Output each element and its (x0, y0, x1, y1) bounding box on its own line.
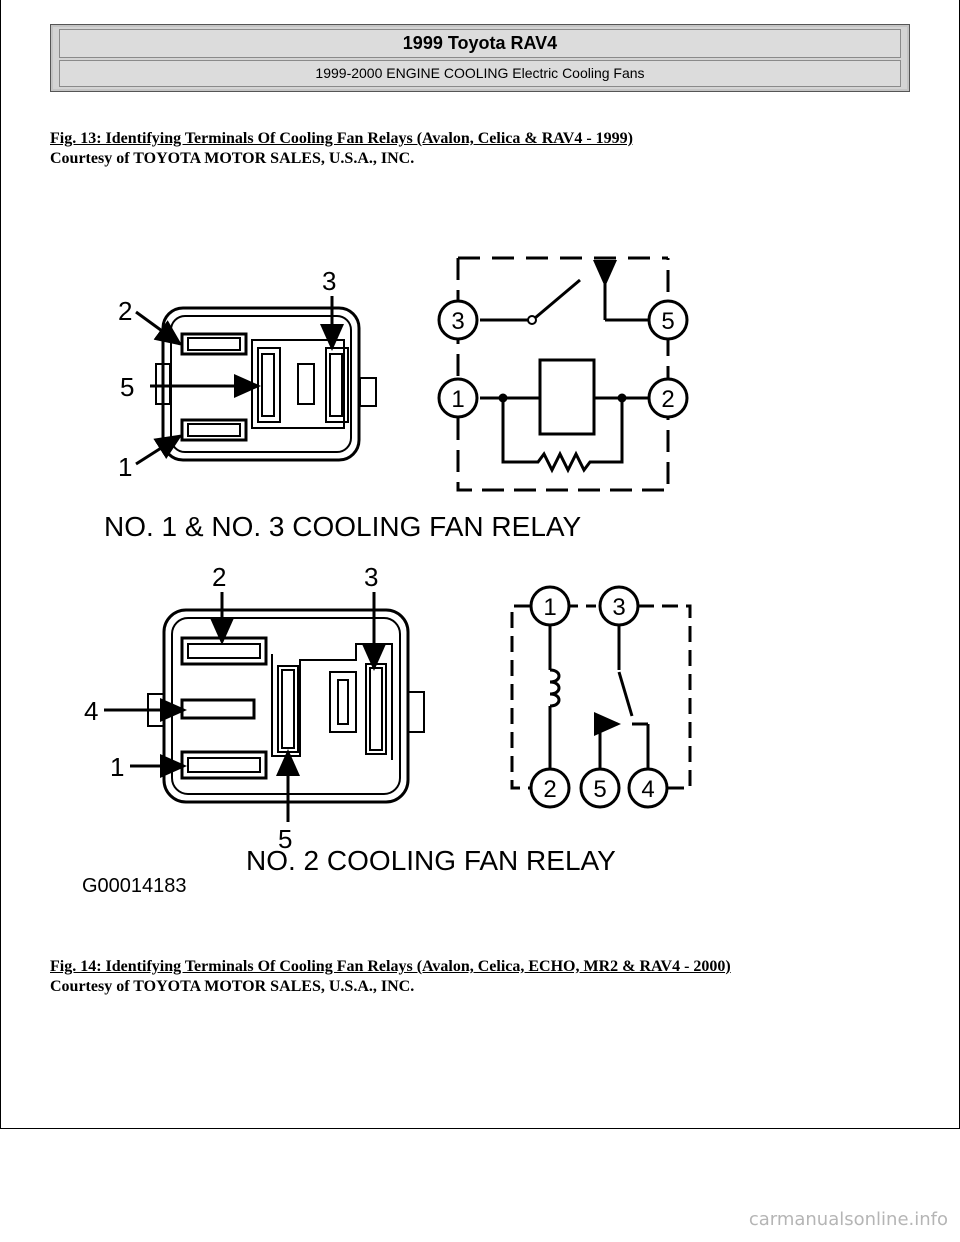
top-terminal-5: 5 (661, 308, 674, 335)
bottom-relay-schematic (510, 604, 692, 790)
top-terminal-3: 3 (451, 308, 464, 335)
top-connector-callouts: 2 3 5 1 (118, 266, 344, 482)
top-terminal-2: 2 (661, 386, 674, 413)
figure-14-courtesy: Courtesy of TOYOTA MOTOR SALES, U.S.A., … (50, 978, 415, 995)
bottom-callout-5: 5 (278, 824, 292, 854)
top-schematic-terminals: 3 5 1 2 (437, 299, 689, 419)
top-callout-3: 3 (322, 266, 336, 296)
top-relay-connector (155, 306, 377, 462)
bottom-callout-4: 4 (84, 696, 98, 726)
bottom-terminal-5: 5 (593, 776, 606, 803)
header-title: 1999 Toyota RAV4 (59, 29, 901, 58)
bottom-relay-connector (147, 608, 425, 804)
relay-top-label: NO. 1 & NO. 3 COOLING FAN RELAY (104, 511, 581, 542)
figure-13-caption: Fig. 13: Identifying Terminals Of Coolin… (50, 130, 633, 147)
header-subtitle: 1999-2000 ENGINE COOLING Electric Coolin… (59, 60, 901, 87)
bottom-terminal-1: 1 (543, 594, 556, 621)
bottom-terminal-3: 3 (612, 594, 625, 621)
top-callout-1: 1 (118, 452, 132, 482)
top-callout-5: 5 (120, 372, 134, 402)
bottom-terminal-4: 4 (641, 776, 654, 803)
graphic-id: G00014183 (82, 875, 187, 897)
watermark: carmanualsonline.info (748, 1209, 948, 1230)
top-callout-2: 2 (118, 296, 132, 326)
bottom-callout-2: 2 (212, 562, 226, 592)
bottom-callout-1: 1 (110, 752, 124, 782)
bottom-callout-3: 3 (364, 562, 378, 592)
bottom-terminal-2: 2 (543, 776, 556, 803)
top-relay-schematic (456, 256, 670, 492)
top-terminal-1: 1 (451, 386, 464, 413)
figure-13-courtesy: Courtesy of TOYOTA MOTOR SALES, U.S.A., … (50, 150, 415, 167)
document-header: 1999 Toyota RAV4 1999-2000 ENGINE COOLIN… (50, 24, 910, 92)
bottom-schematic-terminals: 1 3 2 5 4 (529, 585, 669, 809)
cooling-fan-relay-diagram: 2 3 5 1 3 5 1 2 NO. 1 & NO. 3 COOLING FA… (82, 256, 692, 897)
relay-bottom-label: NO. 2 COOLING FAN RELAY (246, 845, 616, 876)
figure-14-caption: Fig. 14: Identifying Terminals Of Coolin… (50, 958, 731, 975)
bottom-connector-callouts: 2 3 4 1 5 (84, 562, 386, 854)
